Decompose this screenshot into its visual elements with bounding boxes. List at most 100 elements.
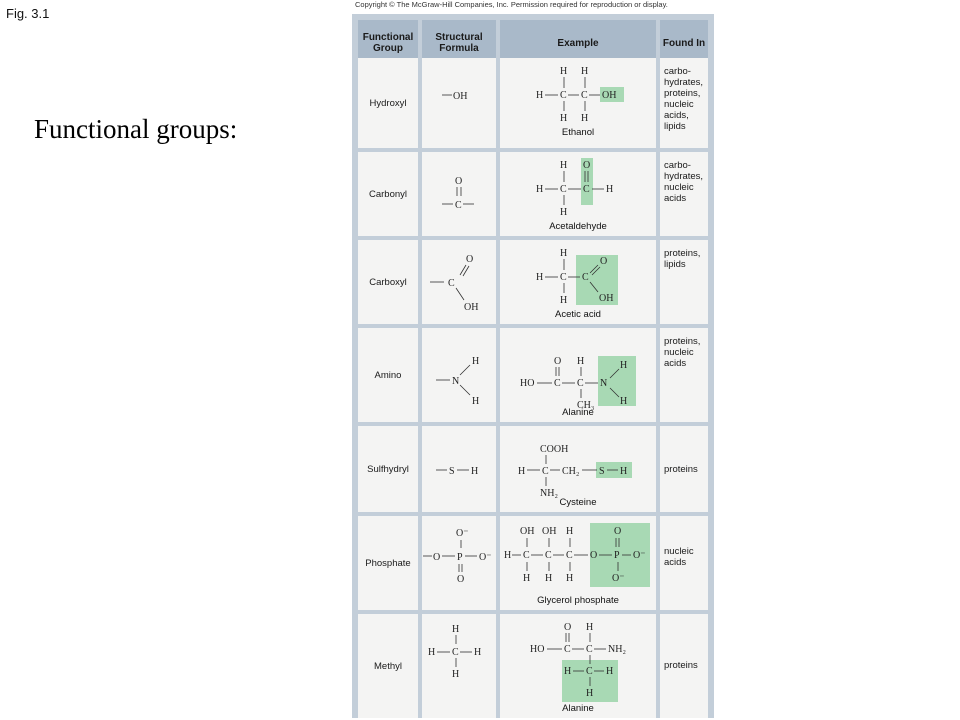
row-phosphate-example: OH OH H O H C C C O P O⁻ H H H O⁻ Gly (500, 516, 656, 610)
atom-label: OH (599, 293, 613, 304)
atom: OH (453, 91, 467, 102)
atom-label: H (452, 624, 459, 635)
atom-label: O (614, 526, 621, 537)
atom-label: H (620, 466, 627, 477)
atom-label: O⁻ (633, 550, 646, 561)
figure-label: Fig. 3.1 (6, 6, 50, 21)
example-name: Alanine (562, 407, 594, 418)
row-hydroxyl-group: Hydroxyl (358, 58, 418, 148)
atom-label: H (560, 113, 567, 124)
phosphate-formula-diagram: O⁻ O P O⁻ O (423, 528, 492, 585)
atom-label: H (581, 113, 588, 124)
amino-formula-diagram: H N H (436, 356, 479, 407)
copyright-notice: Copyright © The McGraw-Hill Companies, I… (355, 0, 668, 9)
row-sulfhydryl-found-in: proteins (660, 426, 708, 512)
row-phosphate-formula: O⁻ O P O⁻ O (422, 516, 496, 610)
row-methyl-found-in: proteins (660, 614, 708, 718)
atom-label: H (606, 184, 613, 195)
cysteine-structure: COOH H C CH₂ S H NH₂ (518, 444, 632, 499)
atom-label: H (577, 356, 584, 367)
atom-label: H (586, 622, 593, 633)
atom-label: C (566, 550, 573, 561)
atom-label: H (504, 550, 511, 561)
atom-label: CH₃ (577, 400, 594, 411)
atom-label: H (560, 66, 567, 77)
row-carbonyl-found-in: carbo- hydrates, nucleic acids (660, 152, 708, 236)
atom-label: O (457, 574, 464, 585)
atom-label: H (536, 90, 543, 101)
atom-label: H (545, 573, 552, 584)
atom-label: C (582, 272, 589, 283)
atom-label: H (472, 356, 479, 367)
atom-label: H (581, 66, 588, 77)
atom-label: O (583, 160, 590, 171)
row-amino-formula: H N H (422, 328, 496, 422)
sulfhydryl-formula-diagram: S H (436, 466, 478, 477)
atom-label: H (566, 573, 573, 584)
atom-label: H (620, 360, 627, 371)
row-methyl-formula: H H C H H (422, 614, 496, 718)
atom-label: NH₂ (608, 644, 626, 655)
atom-label: C (586, 666, 593, 677)
example-name: Cysteine (559, 497, 597, 508)
atom-label: O⁻ (612, 573, 625, 584)
row-hydroxyl-formula: OH (422, 58, 496, 148)
atom-label: O⁻ (479, 552, 492, 563)
atom-label: C (564, 644, 571, 655)
row-sulfhydryl-formula: S H (422, 426, 496, 512)
row-carboxyl-formula: O C OH (422, 240, 496, 324)
atom-label: H (536, 184, 543, 195)
atom-label: C (448, 278, 455, 289)
acetic-acid-structure: H H C C O OH H (536, 248, 618, 306)
example-name: Glycerol phosphate (537, 595, 619, 606)
row-carbonyl-formula: O C (422, 152, 496, 236)
atom-label: O⁻ (456, 528, 469, 539)
atom-label: H (566, 526, 573, 537)
atom-label: S (449, 466, 455, 477)
atom-label: O (600, 256, 607, 267)
atom-label: C (523, 550, 530, 561)
functional-groups-table: Functional Group Structural Formula Exam… (352, 14, 714, 718)
atom-label: C (452, 647, 459, 658)
row-hydroxyl-found-in: carbo- hydrates, proteins, nucleic acids… (660, 58, 708, 148)
atom-label: H (518, 466, 525, 477)
atom-label: COOH (540, 444, 568, 455)
atom-label: H (523, 573, 530, 584)
atom-label: H (472, 396, 479, 407)
atom-label: N (600, 378, 607, 389)
atom-label: O (455, 176, 462, 187)
row-sulfhydryl-group: Sulfhydryl (358, 426, 418, 512)
atom-label: OH (520, 526, 534, 537)
atom-label: C (560, 90, 567, 101)
atom-label: C (560, 184, 567, 195)
atom-label: H (471, 466, 478, 477)
atom-label: O (590, 550, 597, 561)
atom-label: CH₂ (562, 466, 579, 477)
atom-label: H (560, 295, 567, 306)
atom-label: C (554, 378, 561, 389)
atom-label: H (474, 647, 481, 658)
example-name: Acetic acid (555, 309, 601, 320)
atom-label: H (560, 160, 567, 171)
carbonyl-formula-diagram: O C (442, 176, 474, 211)
atom-label: OH (602, 90, 616, 101)
atom-label: C (581, 90, 588, 101)
row-carboxyl-group: Carboxyl (358, 240, 418, 324)
atom-label: C (560, 272, 567, 283)
atom-label: H (620, 396, 627, 407)
methyl-formula-diagram: H H C H H (428, 624, 481, 680)
atom-label: H (452, 669, 459, 680)
row-amino-found-in: proteins, nucleic acids (660, 328, 708, 422)
atom-label: HO (520, 378, 534, 389)
row-carboxyl-example: H H C C O OH H Acetic acid (500, 240, 656, 324)
atom-label: C (586, 644, 593, 655)
hydroxyl-formula-diagram: OH (442, 91, 467, 102)
atom-label: NH₂ (540, 488, 558, 499)
